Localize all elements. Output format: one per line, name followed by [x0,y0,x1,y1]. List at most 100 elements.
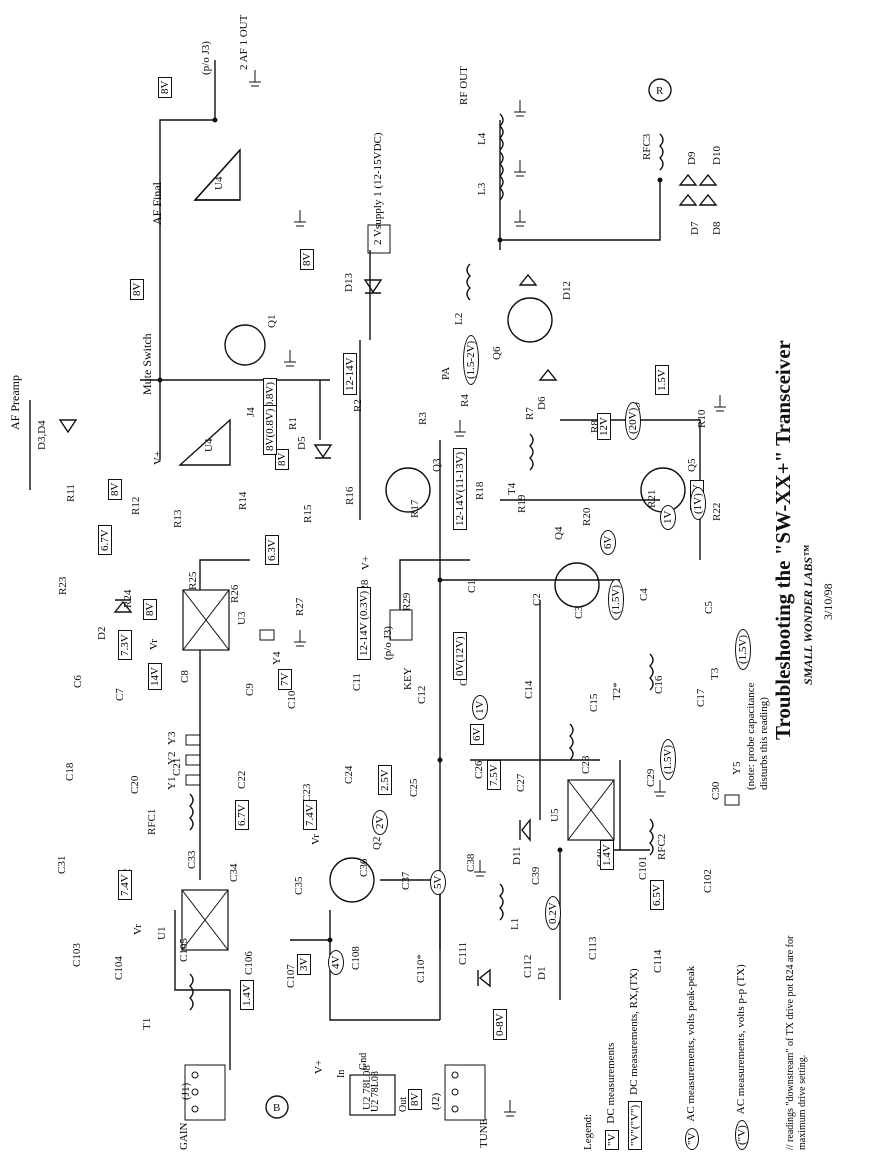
svg-text:T3: T3 [709,667,721,680]
component-ref: C28 [580,755,592,774]
component-ref: C104 [113,956,125,980]
legend-heading: Legend: [582,1113,594,1150]
svg-text:T4: T4 [506,482,518,495]
component-ref: R21 [646,490,658,508]
component-ref: C6 [72,675,84,688]
ac-voltage-oval: (1V) [690,487,706,520]
dc-voltage-box: 2.5V [378,765,392,795]
svg-text:D2: D2 [96,627,108,640]
component-ref: C33 [186,850,198,869]
svg-text:Y5: Y5 [731,761,743,775]
component-ref: R24 [122,589,134,608]
svg-text:T2*: T2* [611,682,623,700]
component-ref: C17 [695,688,707,707]
component-ref: C1 [466,580,478,593]
svg-text:L2: L2 [453,313,465,325]
svg-text:Q2: Q2 [371,837,383,850]
component-ref: R4 [459,394,471,407]
component-ref: R7 [524,407,536,420]
component-ref: C36 [358,858,370,877]
ac-voltage-oval: 4V [328,949,344,975]
vr-label-3: Vr [148,639,160,650]
component-ref: C114 [652,949,664,973]
component-ref: C22 [236,771,248,789]
dc-voltage-box: 7.4V [118,870,132,900]
dc-voltage-box: 8V [130,278,144,300]
dc-voltage-box: 12-14V [343,353,357,395]
dc-voltage-box: 12-14V(11-13V) [453,447,467,530]
component-ref: R27 [294,597,306,616]
dc-voltage-box: 1.5V [655,365,669,395]
component-ref: R1 [287,417,299,430]
legend-text: AC measurements, volts p-p (TX) [735,964,747,1115]
legend-symbol-oval: ("V) [735,1120,749,1150]
svg-text:D5: D5 [296,436,308,450]
legend-symbol-box: "V"("V") [628,1100,642,1150]
dc-voltage-box: 8V [300,248,314,270]
svg-text:D3,D4: D3,D4 [36,420,48,450]
marker-r: R [648,78,672,102]
component-ref: C24 [343,765,355,784]
ac-voltage-oval: 0.2V [545,896,561,930]
legend-item-3: "V AC measurements, volts peak-peak [685,940,699,1150]
component-ref: C18 [64,762,76,781]
svg-text:D10: D10 [711,146,723,165]
svg-text:D6: D6 [536,396,548,410]
jack-j4 [367,224,391,254]
ic-u3: U3 [182,589,248,651]
component-ref: R19 [516,494,528,513]
svg-text:Y3: Y3 [166,731,178,745]
svg-text:Q1: Q1 [266,315,278,328]
dc-voltage-box: 12V [597,413,611,440]
ac-voltage-oval: (1.5V) [735,628,751,670]
legend-footnote: // readings "downstream" of TX drive pot… [785,935,808,1150]
svg-text:Q4: Q4 [553,526,565,540]
component-ref: R10 [696,409,708,428]
component-ref: R16 [344,486,356,505]
svg-text:Y1: Y1 [166,777,178,790]
rf-out-label: RF OUT [458,66,470,105]
component-ref: R18 [474,481,486,500]
dc-voltage-box: 6.3V [265,535,279,565]
svg-text:RFC3: RFC3 [641,133,653,160]
dc-voltage-box: 0V(12V) [453,632,467,680]
ac-voltage-oval: (20V) [625,401,641,440]
svg-text:D7: D7 [689,221,701,235]
component-ref: C35 [293,876,305,895]
legend-symbol-box: "V [605,1129,619,1150]
component-ref: C30 [710,781,722,800]
dc-voltage-box: 7.3V [118,630,132,660]
dc-voltage-box: 1.4V [240,980,254,1010]
component-ref: C26 [473,760,485,779]
component-ref: C38 [465,853,477,872]
component-ref: R3 [417,412,429,425]
svg-text:U4: U4 [203,438,215,452]
jack-j2-tune [444,1064,486,1121]
component-ref: C112 [522,955,534,978]
component-ref: R20 [581,507,593,526]
legend-item-1: "V DC measurements [605,960,619,1150]
af-out-label: 2 AF 1 OUT [238,14,250,70]
regulator-u2: U2 78L08 [349,1065,396,1116]
component-ref: C102 [702,869,714,893]
svg-text:Y2: Y2 [166,752,178,765]
component-ref: R17 [409,499,421,518]
component-ref: C4 [638,588,650,601]
legend-item-4: ("V) AC measurements, volts p-p (TX) [735,940,749,1150]
svg-text:D11: D11 [511,846,523,865]
component-ref: C37 [400,871,412,890]
u2-in-label: In [336,1069,347,1078]
svg-text:U4: U4 [213,176,225,190]
svg-text:U2 78L08: U2 78L08 [361,1065,373,1110]
vr-label-1: Vr [132,924,144,935]
component-ref: C108 [350,946,362,970]
diagram-subtitle: SMALL WONDER LABS™ [801,544,815,685]
junction-dots [157,117,663,943]
ic-u5: U5 [549,779,615,841]
svg-text:D13: D13 [343,273,355,292]
opamp-u4-final: U4 [193,148,241,201]
component-ref: C10 [286,690,298,709]
gain-jack-label: (J1) [180,1082,192,1100]
component-ref: R12 [130,497,142,515]
